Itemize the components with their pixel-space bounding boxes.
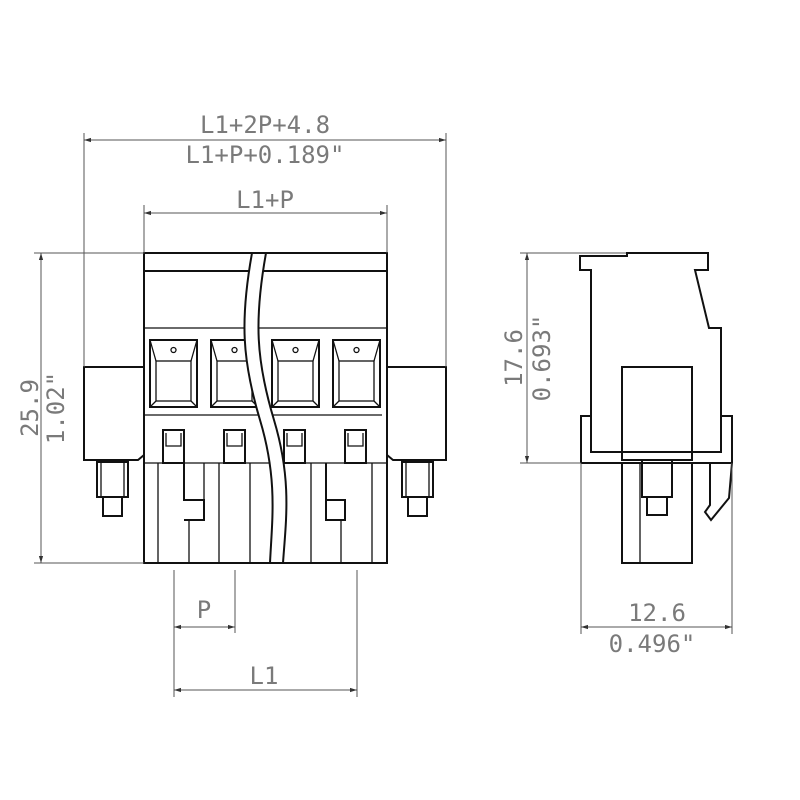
- left-pin: [96, 461, 129, 517]
- side-dimensions: 17.6 0.693" 12.6 0.496": [500, 252, 733, 658]
- body-width-label: L1+P: [236, 186, 294, 214]
- side-pin: [641, 459, 673, 498]
- latch: [162, 429, 185, 464]
- right-pin: [401, 461, 434, 517]
- screw-hole-icon: [170, 346, 177, 354]
- right-flange: [386, 366, 447, 461]
- screw-hole-icon: [231, 346, 238, 354]
- break-line: [243, 252, 288, 564]
- front-dimensions: L1+2P+4.8 L1+P+0.189" L1+P 25.9 1.02" P …: [16, 111, 447, 697]
- latch: [344, 429, 367, 464]
- latches: [162, 429, 367, 464]
- screw-hole-icon: [353, 346, 360, 354]
- side-lower-housing: [621, 462, 693, 564]
- latch: [283, 429, 306, 464]
- height-in-label: 1.02": [42, 372, 70, 444]
- left-flange: [83, 366, 145, 461]
- wire-entry-windows: [149, 339, 381, 408]
- pitch-label: P: [197, 596, 211, 624]
- side-center-block: [621, 366, 693, 461]
- side-latch-hook: [703, 462, 733, 522]
- length-label: L1: [250, 662, 279, 690]
- wire-window: [332, 339, 381, 408]
- side-view: [579, 252, 733, 564]
- side-body-outline: [579, 252, 722, 453]
- side-frame: [580, 415, 733, 464]
- side-height-in-label: 0.693": [528, 315, 556, 402]
- lower-contacts: [157, 463, 373, 563]
- height-mm-label: 25.9: [16, 379, 44, 437]
- wire-window: [149, 339, 198, 408]
- side-pin-tip: [646, 496, 668, 516]
- side-depth-mm-label: 12.6: [628, 599, 686, 627]
- latch: [223, 429, 246, 464]
- side-depth-in-label: 0.496": [609, 630, 696, 658]
- front-view: [83, 252, 447, 564]
- side-height-mm-label: 17.6: [500, 329, 528, 387]
- overall-width-mm-label: L1+2P+4.8: [200, 111, 330, 139]
- overall-width-in-label: L1+P+0.189": [186, 141, 345, 169]
- screw-hole-icon: [292, 346, 299, 354]
- wire-window: [271, 339, 320, 408]
